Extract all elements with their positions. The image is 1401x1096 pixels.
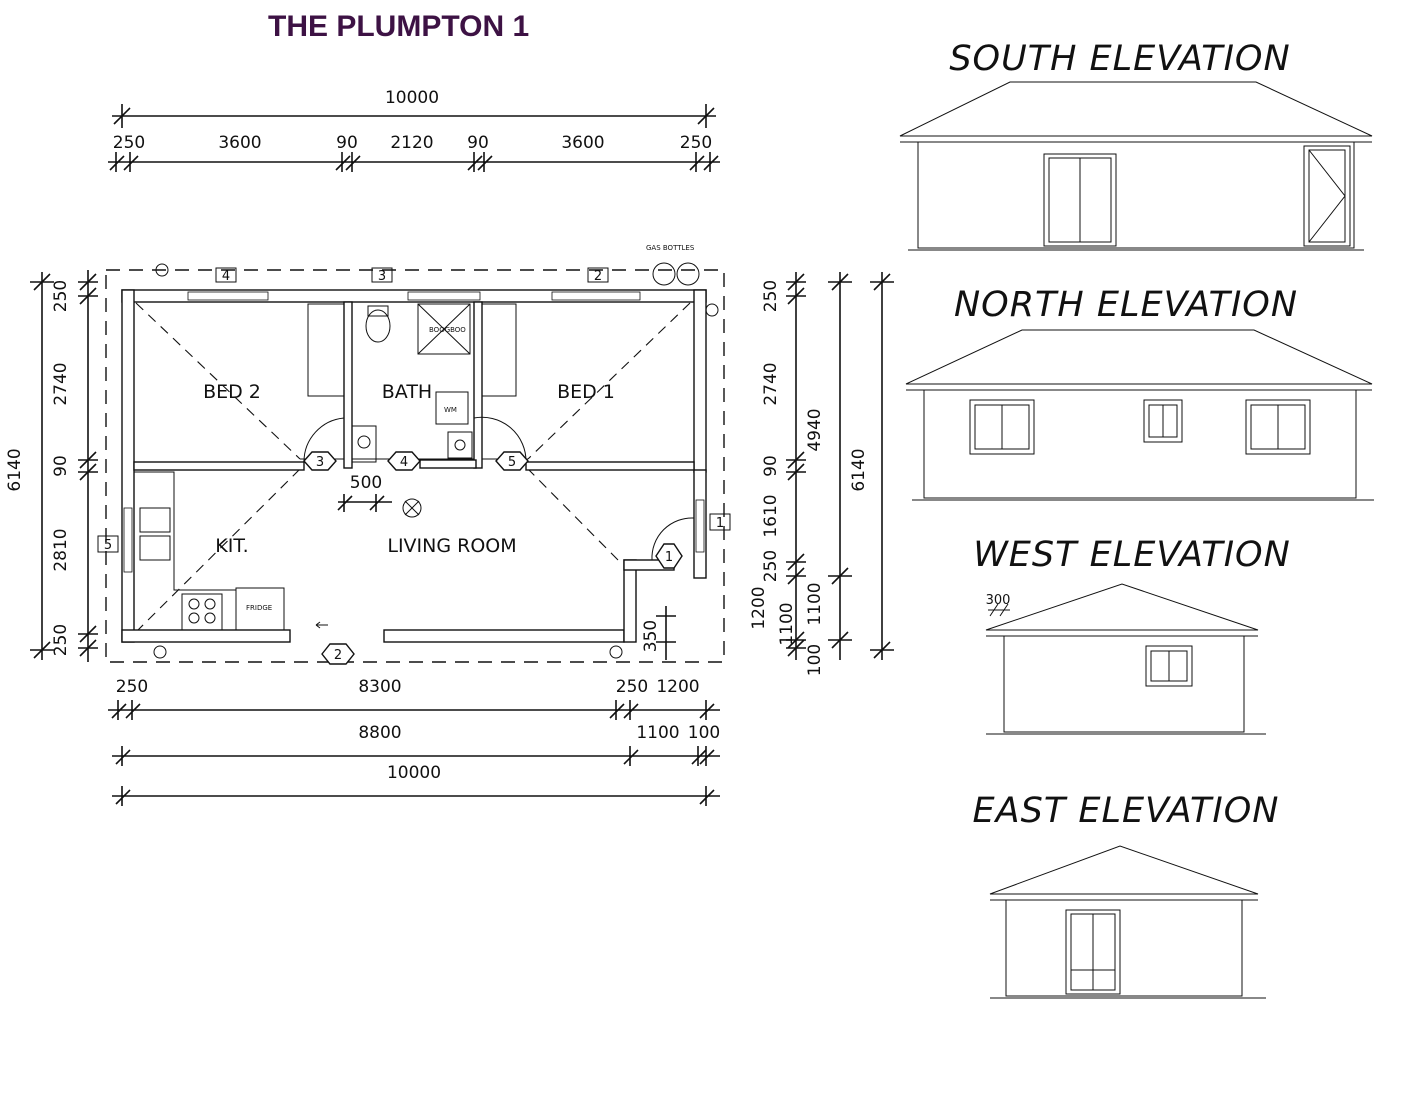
eave-outline <box>105 269 725 663</box>
top-dim-seg: 90 <box>336 133 358 153</box>
right-dim-seg: 250 <box>761 280 781 312</box>
left-dim-seg: 250 <box>51 280 71 312</box>
window-marker: 5 <box>104 538 112 553</box>
porch-dim: 350 <box>641 620 661 652</box>
window-markers: 4 3 2 1 5 <box>97 267 731 553</box>
top-dimensions: 10000 250 3600 90 2120 90 3600 250 <box>108 88 720 172</box>
door-marker: 5 <box>508 455 516 470</box>
left-dim-seg: 90 <box>51 455 71 477</box>
door-marker: 2 <box>334 648 342 663</box>
window-marker: 1 <box>716 516 724 531</box>
bottom-dim-row1: 1200 <box>656 677 699 697</box>
smoke-detector-icon <box>402 498 422 518</box>
door-marker: 3 <box>316 455 324 470</box>
top-dim-seg: 2120 <box>390 133 433 153</box>
bottom-dim-row2: 8800 <box>358 723 401 743</box>
vanity <box>351 425 377 463</box>
bottom-dim-row1: 250 <box>616 677 648 697</box>
cooktop <box>181 593 223 631</box>
left-dimensions: 6140 250 2740 90 2810 250 <box>5 270 98 662</box>
door-marker: 4 <box>400 455 408 470</box>
left-dim-seg: 2740 <box>51 362 71 405</box>
top-dim-seg: 90 <box>467 133 489 153</box>
left-overall-dim: 6140 <box>5 448 25 491</box>
wm-label: WM <box>444 406 457 414</box>
external-walls <box>121 289 707 643</box>
bath-fixtures: BOOGBOO WM <box>351 303 473 463</box>
west-elevation-label: WEST ELEVATION <box>973 535 1291 575</box>
right-dimensions: 250 2740 90 1610 250 1200 100 4940 1100 … <box>749 272 894 676</box>
right-dim-seg: 100 <box>805 644 825 676</box>
door-markers: 3 4 5 1 2 <box>303 451 683 665</box>
fridge <box>235 587 285 631</box>
door-swings <box>303 416 695 561</box>
right-sub-dim: 1100 <box>805 582 825 625</box>
west-eave-dim: 300 <box>986 593 1011 608</box>
right-sub-dim: 4940 <box>805 408 825 451</box>
left-dim-seg: 2810 <box>51 528 71 571</box>
north-elevation: NORTH ELEVATION <box>905 285 1374 501</box>
door-marker: 1 <box>665 550 673 565</box>
window-marker: 3 <box>378 269 386 284</box>
right-overall-dim: 6140 <box>849 448 869 491</box>
right-dim-seg: 90 <box>761 455 781 477</box>
washing-machine <box>435 391 469 425</box>
plan-title: THE PLUMPTON 1 <box>268 10 529 43</box>
room-label-bath: BATH <box>382 381 432 403</box>
floor-plan: BOOGBOO WM FRIDGE <box>97 244 731 665</box>
robe-bed2 <box>307 303 345 397</box>
bottom-dim-row1: 8300 <box>358 677 401 697</box>
top-dim-seg: 250 <box>113 133 145 153</box>
toilet <box>365 309 391 343</box>
right-dim-seg: 2740 <box>761 362 781 405</box>
east-elevation: EAST ELEVATION <box>973 791 1280 999</box>
kitchen-fixtures: FRIDGE <box>134 471 285 631</box>
window-marker: 4 <box>222 269 230 284</box>
bottom-dim-row2: 1100 <box>636 723 679 743</box>
room-label-bed1: BED 1 <box>557 381 615 403</box>
right-sub-dim: 1100 <box>777 602 797 645</box>
robe-bed1 <box>481 303 517 397</box>
top-dim-seg: 250 <box>680 133 712 153</box>
left-dim-seg: 250 <box>51 624 71 656</box>
north-elevation-label: NORTH ELEVATION <box>954 285 1298 325</box>
bottom-dim-row2: 100 <box>688 723 720 743</box>
bottom-dimensions: 250 8300 250 1200 8800 1100 100 10000 <box>108 677 720 806</box>
opening-dim: 500 <box>350 473 382 493</box>
room-label-living: LIVING ROOM <box>387 535 516 557</box>
top-dim-seg: 3600 <box>218 133 261 153</box>
west-elevation: WEST ELEVATION 300 <box>973 535 1291 735</box>
gas-bottles-label: GAS BOTTLES <box>646 244 695 252</box>
right-dim-seg: 1610 <box>761 494 781 537</box>
shower-label: BOOGBOO <box>429 326 466 334</box>
downpipe-markers <box>153 263 719 659</box>
top-dim-seg: 3600 <box>561 133 604 153</box>
south-elevation-label: SOUTH ELEVATION <box>949 39 1290 79</box>
south-elevation: SOUTH ELEVATION <box>899 39 1373 251</box>
bottom-dim-row1: 250 <box>116 677 148 697</box>
sink-1 <box>139 507 171 533</box>
top-overall-dim: 10000 <box>385 88 439 108</box>
room-label-kitchen: KIT. <box>215 535 248 557</box>
gas-bottles: GAS BOTTLES <box>646 244 700 286</box>
right-dim-seg: 1200 <box>749 586 769 629</box>
bottom-overall-dim: 10000 <box>387 763 441 783</box>
right-dim-seg: 250 <box>761 550 781 582</box>
fridge-label: FRIDGE <box>246 604 272 612</box>
east-elevation-label: EAST ELEVATION <box>973 791 1280 831</box>
laundry-tub <box>447 431 473 459</box>
room-label-bed2: BED 2 <box>203 381 261 403</box>
sink-2 <box>139 535 171 561</box>
window-marker: 2 <box>594 269 602 284</box>
